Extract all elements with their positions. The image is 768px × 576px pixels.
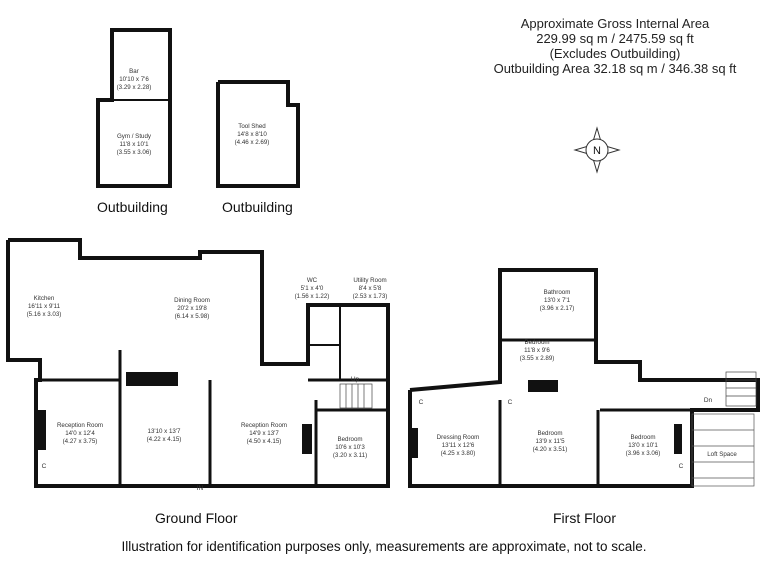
- room-utility-imperial: 8'4 x 5'8: [359, 285, 382, 292]
- outbuilding-tool-shed-walls: [216, 80, 300, 188]
- room-bedroom-ff-right-metric: (3.96 x 3.06): [626, 450, 661, 457]
- room-wc-name: WC: [307, 277, 318, 284]
- area-heading: Approximate Gross Internal Area: [520, 16, 710, 31]
- room-bedroom-ff-right-imperial: 13'0 x 10'1: [628, 442, 658, 449]
- gross-internal-area-summary: Approximate Gross Internal Area 229.99 s…: [470, 16, 760, 76]
- entrance-label: IN: [197, 485, 204, 492]
- room-bedroom-ff-mid-imperial: 11'8 x 9'6: [524, 347, 550, 354]
- room-bedroom-ff-mid-name: Bedroom: [524, 339, 549, 346]
- north-compass-icon: N: [573, 126, 621, 174]
- cupboard-label-ground: C: [42, 463, 47, 470]
- room-middle-imperial: 13'10 x 13'7: [148, 428, 182, 435]
- room-kitchen-name: Kitchen: [34, 295, 55, 302]
- area-outbuilding: Outbuilding Area 32.18 sq m / 346.38 sq …: [493, 61, 737, 76]
- loft-space-hatch: [691, 413, 755, 487]
- room-dining-imperial: 20'2 x 19'8: [177, 305, 207, 312]
- room-middle-metric: (4.22 x 4.15): [147, 436, 182, 443]
- room-reception-right-name: Reception Room: [241, 422, 287, 429]
- room-bathroom-imperial: 13'0 x 7'1: [544, 297, 571, 304]
- stairs-up-label: Up: [351, 376, 360, 383]
- cupboard-label-first-3: C: [679, 463, 684, 470]
- room-bedroom-ground-metric: (3.20 x 3.11): [333, 452, 367, 459]
- room-gym-imperial: 11'8 x 10'1: [119, 141, 149, 148]
- room-tool-shed-metric: (4.46 x 2.69): [235, 139, 270, 146]
- room-gym-name: Gym / Study: [117, 133, 152, 140]
- area-excludes-note: (Excludes Outbuilding): [549, 46, 681, 61]
- room-wc-metric: (1.56 x 1.22): [295, 293, 330, 300]
- room-tool-shed-name: Tool Shed: [238, 123, 266, 130]
- outbuilding-bar-gym-walls: [96, 28, 172, 188]
- room-bedroom-ff-centre-metric: (4.20 x 3.51): [533, 446, 568, 453]
- cupboard-label-first: C: [419, 399, 424, 406]
- caption-outbuilding-left: Outbuilding: [97, 199, 168, 215]
- room-gym-metric: (3.55 x 3.06): [117, 149, 152, 156]
- disclaimer-text: Illustration for identification purposes…: [121, 539, 647, 554]
- room-bar-name: Bar: [129, 68, 139, 75]
- room-wc-imperial: 5'1 x 4'0: [301, 285, 324, 292]
- room-tool-shed-imperial: 14'8 x 8'10: [237, 131, 267, 138]
- room-bathroom-name: Bathroom: [544, 289, 571, 296]
- room-reception-right-metric: (4.50 x 4.15): [247, 438, 282, 445]
- room-bedroom-ff-centre-imperial: 13'9 x 11'5: [535, 438, 565, 445]
- first-floor-stairs: [725, 371, 757, 407]
- room-reception-left-name: Reception Room: [57, 422, 103, 429]
- room-kitchen-imperial: 16'11 x 9'11: [28, 303, 61, 310]
- room-bar-metric: (3.29 x 2.28): [117, 84, 152, 91]
- room-bedroom-ff-mid-metric: (3.55 x 2.89): [520, 355, 555, 362]
- caption-outbuilding-right: Outbuilding: [222, 199, 293, 215]
- room-dining-metric: (6.14 x 5.98): [175, 313, 210, 320]
- caption-first-floor: First Floor: [553, 510, 616, 526]
- room-bedroom-ground-imperial: 10'6 x 10'3: [335, 444, 365, 451]
- room-dressing-metric: (4.25 x 3.80): [441, 450, 476, 457]
- room-utility-name: Utility Room: [353, 277, 386, 284]
- room-dining-name: Dining Room: [174, 297, 210, 304]
- room-bathroom-metric: (3.96 x 2.17): [540, 305, 575, 312]
- room-dressing-imperial: 13'11 x 12'6: [442, 442, 475, 449]
- room-bedroom-ff-centre-name: Bedroom: [537, 430, 562, 437]
- cupboard-label-first-2: C: [508, 399, 513, 406]
- room-utility-metric: (2.53 x 1.73): [353, 293, 388, 300]
- compass-letter: N: [593, 145, 601, 157]
- ground-floor-walls: [6, 238, 390, 488]
- room-loft-name: Loft Space: [707, 451, 737, 458]
- room-reception-right-imperial: 14'9 x 13'7: [249, 430, 279, 437]
- room-reception-left-metric: (4.27 x 3.75): [63, 438, 98, 445]
- caption-ground-floor: Ground Floor: [155, 510, 238, 526]
- room-kitchen-metric: (5.16 x 3.03): [27, 311, 62, 318]
- room-bedroom-ff-right-name: Bedroom: [630, 434, 655, 441]
- room-reception-left-imperial: 14'0 x 12'4: [65, 430, 95, 437]
- ground-floor-stairs: [339, 383, 373, 409]
- room-dressing-name: Dressing Room: [437, 434, 480, 441]
- room-bar-imperial: 10'10 x 7'6: [119, 76, 149, 83]
- stairs-down-label: Dn: [704, 397, 713, 404]
- area-total: 229.99 sq m / 2475.59 sq ft: [536, 31, 694, 46]
- room-bedroom-ground-name: Bedroom: [337, 436, 362, 443]
